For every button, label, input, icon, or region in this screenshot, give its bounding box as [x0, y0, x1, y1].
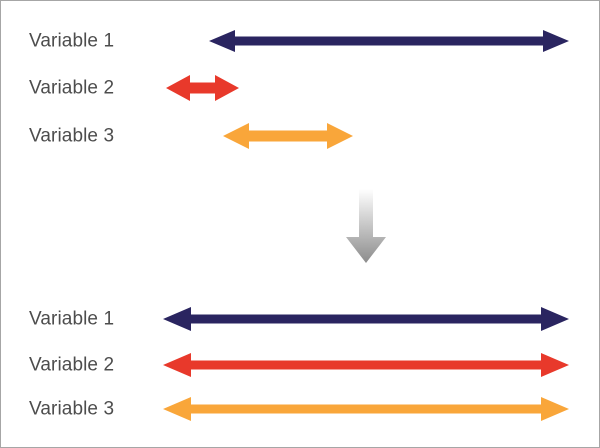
arrow-shape	[163, 353, 569, 377]
double-headed-arrow	[163, 307, 569, 331]
arrow-shape	[209, 30, 569, 52]
down-arrow-shape	[346, 189, 386, 263]
variable-label: Variable 2	[29, 77, 115, 99]
double-headed-arrow	[209, 30, 569, 52]
double-headed-arrow	[163, 353, 569, 377]
variable-label: Variable 3	[29, 398, 115, 420]
arrow-shape	[163, 397, 569, 421]
double-headed-arrow	[223, 123, 353, 149]
variable-label: Variable 2	[29, 354, 115, 376]
variable-label: Variable 1	[29, 30, 115, 52]
arrow-shape	[223, 123, 353, 149]
down-arrow-icon	[346, 189, 386, 263]
variable-label: Variable 3	[29, 125, 115, 147]
double-headed-arrow	[166, 75, 239, 101]
arrow-shape	[166, 75, 239, 101]
arrow-shape	[163, 307, 569, 331]
double-headed-arrow	[163, 397, 569, 421]
variable-label: Variable 1	[29, 308, 115, 330]
